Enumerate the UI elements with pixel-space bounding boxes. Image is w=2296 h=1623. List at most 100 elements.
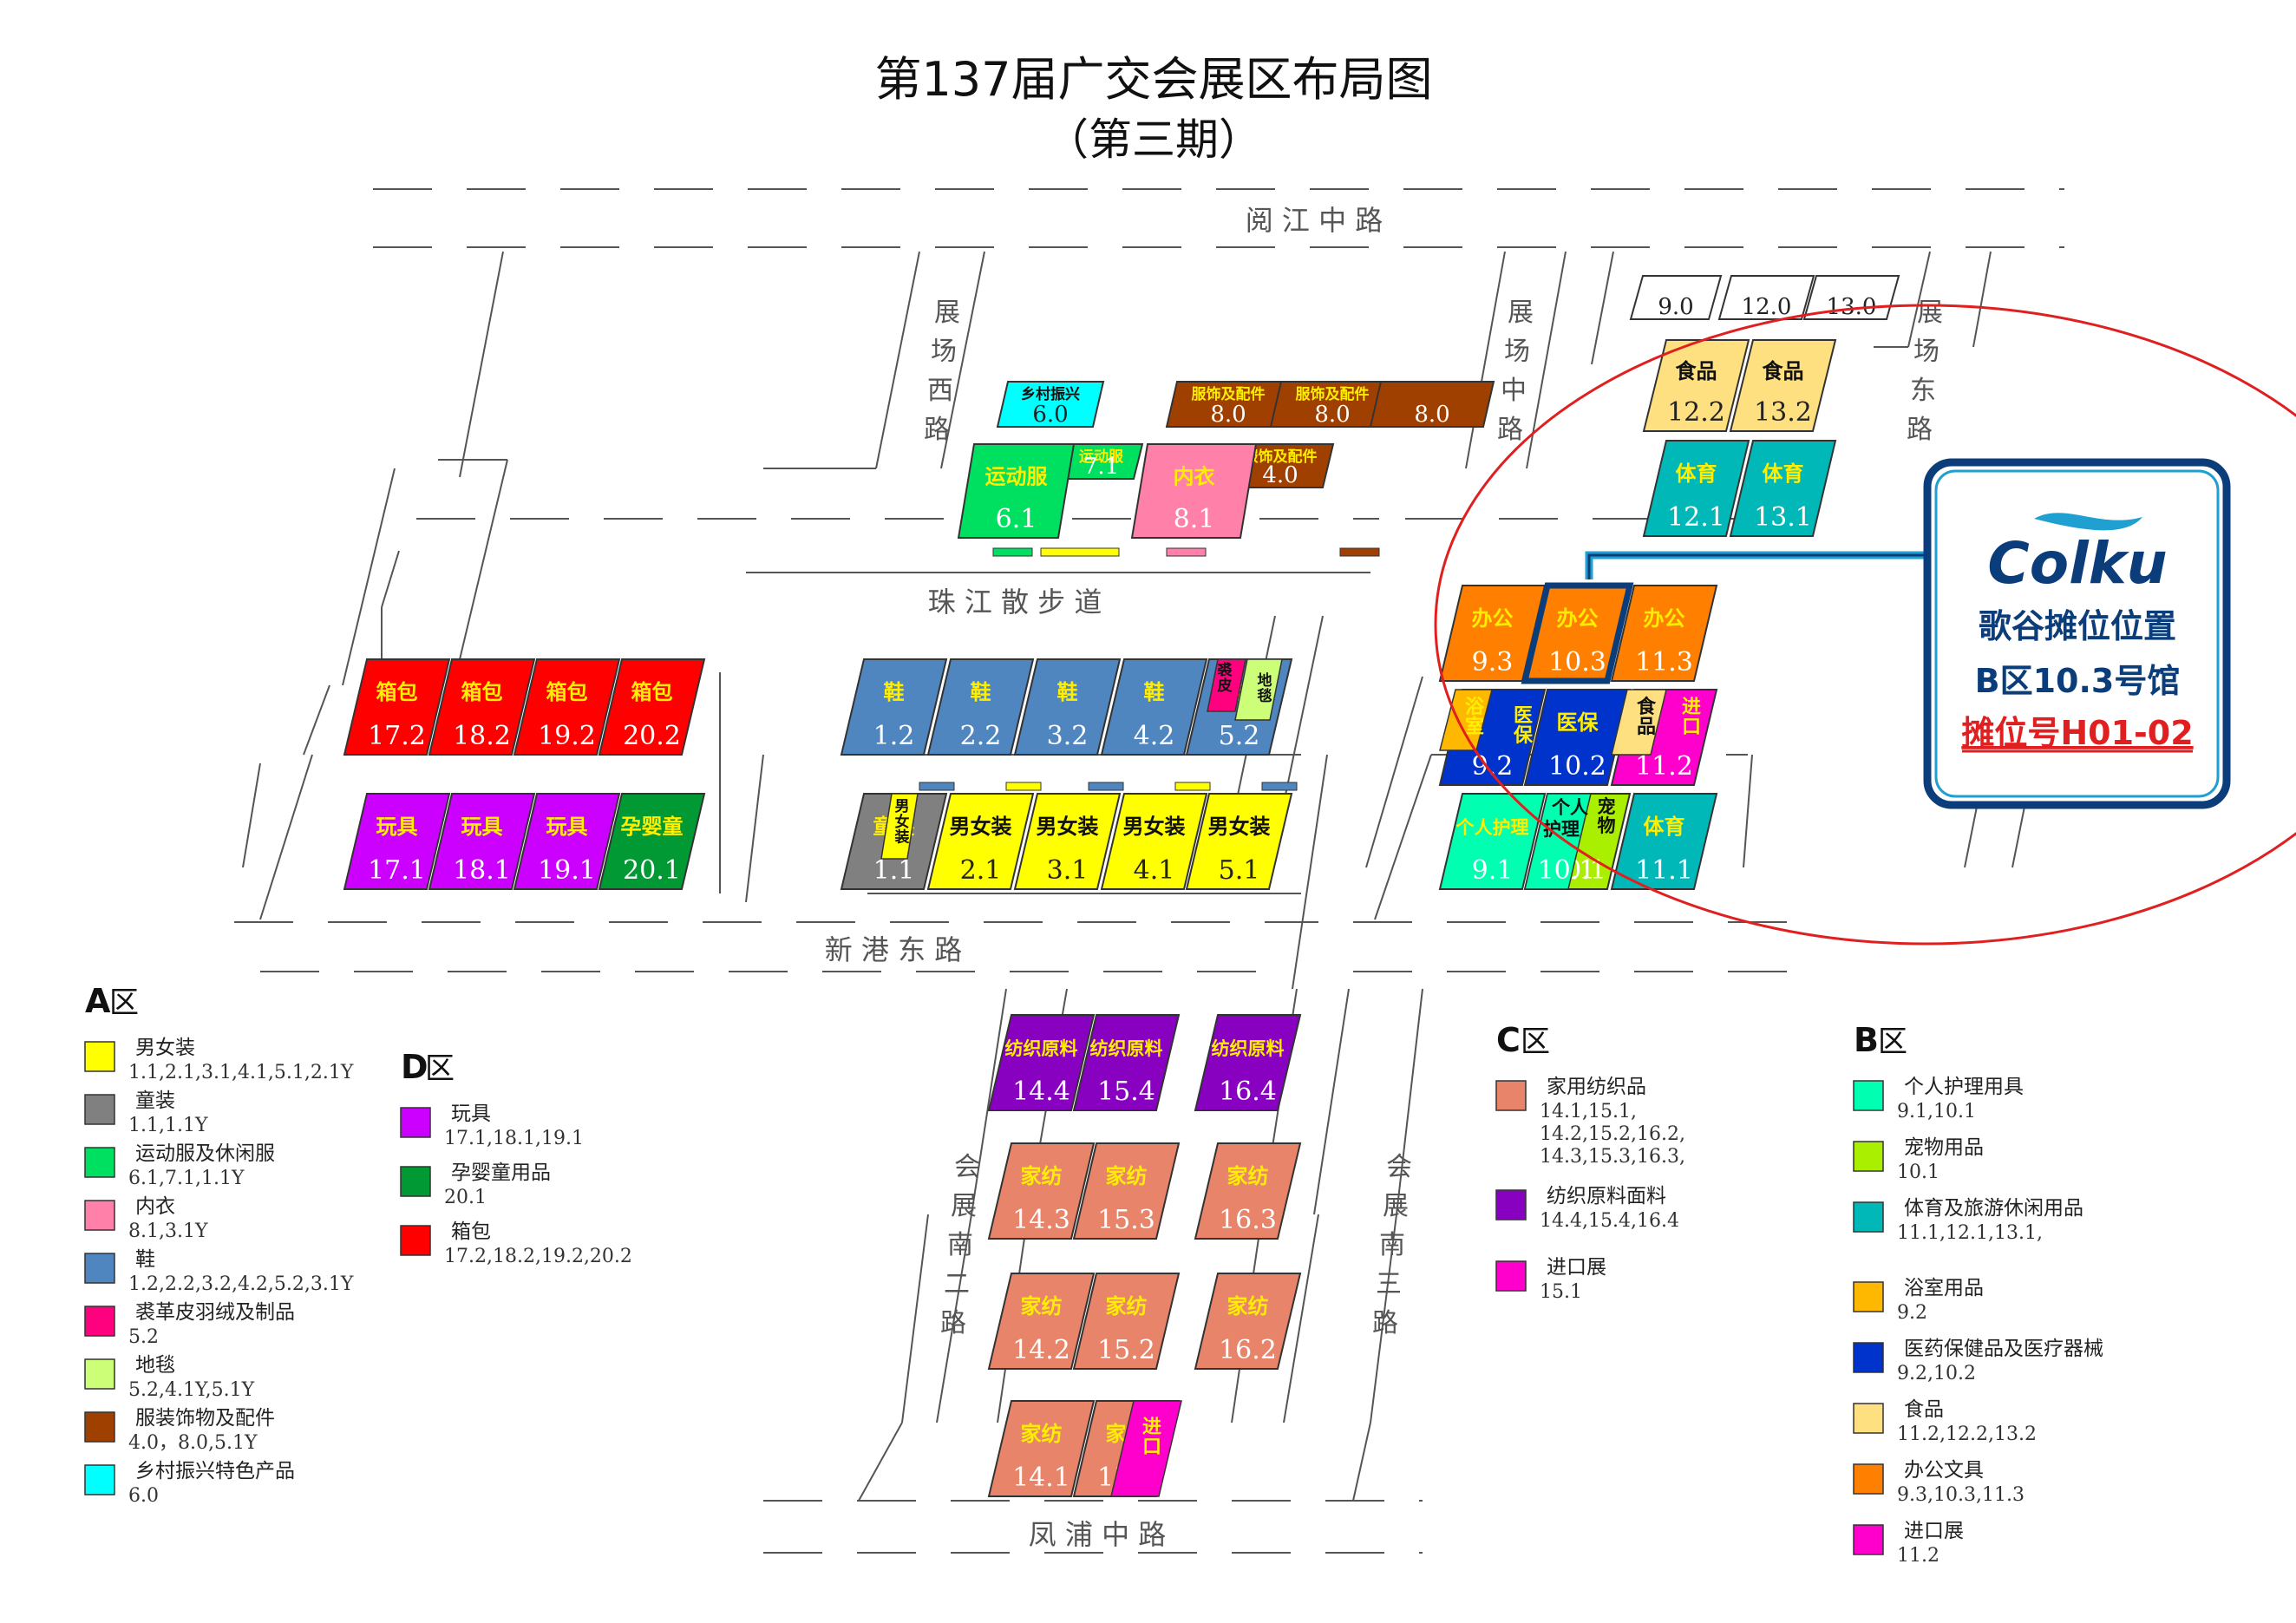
hall-label: 鞋: [971, 680, 991, 704]
callout-connector: [1585, 551, 1930, 579]
small-booth-strip: [992, 547, 1033, 557]
legend-item: 内衣8.1,3.1Y: [84, 1195, 208, 1242]
legend-item: 地毯5.2,4.1Y,5.1Y: [84, 1354, 255, 1401]
legend-item-name: 服装饰物及配件: [135, 1407, 275, 1430]
road-south2-label-char: 路: [940, 1308, 966, 1338]
legend-item: 童装1.1,1.1Y: [84, 1090, 208, 1136]
legend-item: 鞋1.2,2.2,3.2,4.2,5.2,3.1Y: [84, 1248, 354, 1295]
legend-swatch: [400, 1107, 431, 1138]
hall-number: 19.1: [538, 855, 596, 886]
callout-box-inner: [1934, 469, 2220, 798]
legend-D: D区玩具17.1,18.1,19.1孕婴童用品20.1箱包17.2,18.2,1…: [400, 1048, 632, 1267]
hall-number: 18.1: [453, 855, 511, 886]
hall-label: 运动服: [985, 464, 1049, 488]
hall-shape: [840, 658, 948, 756]
hall-number: 17.2: [368, 721, 426, 751]
legend-item-name: 医药保健品及医疗器械: [1904, 1338, 2103, 1360]
road-xingang-label: 新 港 东 路: [825, 933, 963, 966]
legend-item-codes: 4.0，8.0,5.1Y: [128, 1432, 258, 1454]
legend-item-codes: 11.1,12.1,13.1,: [1897, 1222, 2043, 1244]
hall-label: 鞋: [884, 680, 905, 704]
legend-item-codes: 9.2,10.2: [1897, 1363, 1976, 1384]
hall-shape: [513, 658, 621, 756]
legend-item: 医药保健品及医疗器械 9.2,10.2: [1853, 1338, 2103, 1384]
legend-item-codes: 8.1,3.1Y: [128, 1221, 208, 1242]
legend-item-codes: 14.1,15.1,: [1540, 1101, 1637, 1122]
legend-item-name: 乡村振兴特色产品: [135, 1460, 295, 1482]
callout-line2: B区10.3号馆: [1975, 662, 2181, 700]
hall-9-2-bath-label-char: 室: [1465, 716, 1484, 738]
legend-swatch: [1495, 1189, 1527, 1221]
hall-9-2-bath-label-char: 浴: [1465, 697, 1485, 718]
legend-item-codes: 9.1,10.1: [1897, 1101, 1976, 1122]
hall-label: 男女装: [1208, 815, 1271, 839]
hall-1-1-menswomen-label: 男女装: [894, 798, 910, 847]
legend-swatch: [1853, 1342, 1884, 1373]
hall-number: 2.1: [960, 855, 1002, 886]
hall-number: 13.2: [1754, 397, 1812, 428]
road-south3-label-char: 路: [1372, 1308, 1398, 1338]
road-south-label: 凤 浦 中 路: [1029, 1518, 1167, 1551]
legend-item-name: 玩具: [451, 1103, 491, 1125]
hall-number: 14.1: [1012, 1463, 1070, 1493]
road-south3-label-char: 会: [1386, 1152, 1412, 1182]
legend-swatch: [84, 1094, 115, 1125]
hall-15-1-import-label: 进口: [1142, 1417, 1161, 1458]
legend-item-codes: 5.2,4.1Y,5.1Y: [128, 1379, 255, 1401]
hall-label: 纺织原料: [1090, 1038, 1163, 1059]
hall-1-1-menswomen-label-char: 男: [895, 798, 910, 815]
hall-number: 19.2: [538, 721, 596, 751]
hall-number: 4.1: [1134, 855, 1175, 886]
road-east-label-char: 场: [1913, 337, 1939, 367]
hall-number: 10.2: [1548, 751, 1606, 782]
colku-logo: Colku: [1987, 530, 2167, 597]
hall-label: 家纺: [1227, 1294, 1269, 1319]
legend-item-codes: 14.3,15.3,16.3,: [1540, 1146, 1685, 1168]
legend-title-suffix: 区: [425, 1051, 455, 1086]
hall-shape: [1729, 339, 1837, 432]
hall-label: 家纺: [1106, 1294, 1148, 1319]
legend-item-codes: 17.1,18.1,19.1: [444, 1128, 584, 1149]
hall-11-2-food-label: 食品: [1637, 696, 1657, 738]
hall-9-2-medical-label-char: 医: [1514, 705, 1533, 727]
small-booth-strip: [1174, 782, 1211, 791]
hall-1-1-menswomen-label-char: 女: [895, 813, 910, 831]
hall-label: 玩具: [546, 815, 588, 839]
hall-label: 家纺: [1021, 1294, 1063, 1319]
legend-item-name: 进口展: [1904, 1520, 1964, 1542]
hall-9-0: 9.0: [1629, 275, 1723, 320]
small-booth-strip: [1040, 547, 1120, 557]
road-middle-label-char: 展: [1508, 298, 1534, 328]
legend-item-name: 裘革皮羽绒及制品: [135, 1301, 295, 1324]
hall-number: 4.2: [1134, 721, 1175, 751]
hall-5-2-fur-label: 裘皮: [1217, 661, 1233, 695]
callout-line1: 歌谷摊位位置: [1979, 607, 2176, 645]
hall-shape: [1729, 440, 1837, 537]
hall-shape: [343, 793, 451, 890]
hall-label: 办公: [1557, 606, 1599, 631]
hall-number: 3.1: [1047, 855, 1089, 886]
hall-label: 箱包: [546, 680, 588, 704]
hall-shape: [926, 658, 1035, 756]
hall-number: 14.3: [1012, 1205, 1070, 1235]
hall-label: 体育: [1763, 461, 1804, 486]
